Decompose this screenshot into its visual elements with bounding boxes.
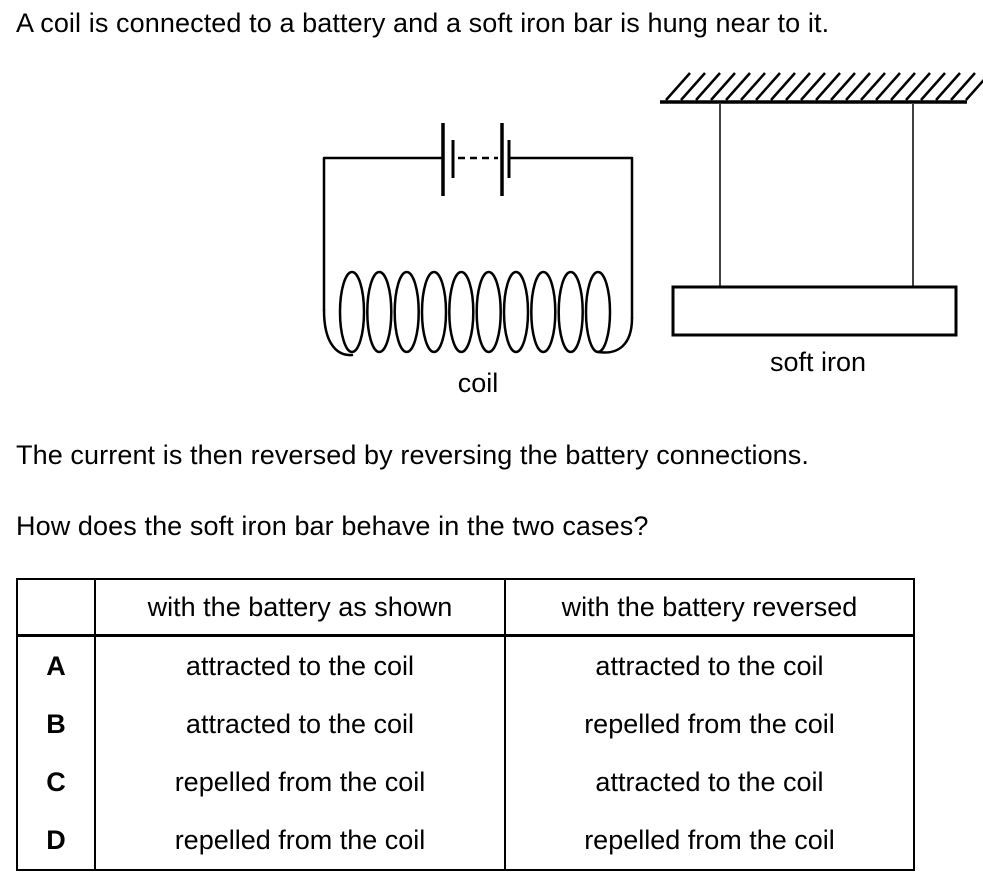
battery-shown-cell: attracted to the coil [94,635,506,695]
table-row: D repelled from the coil repelled from t… [16,811,915,871]
hatch-line [710,72,736,101]
coil-icon [338,270,612,354]
hatch-line [920,72,946,101]
hatch-line [890,72,916,101]
hatch-line [740,72,766,101]
coil-turn [557,270,584,354]
option-letter: D [16,811,96,871]
option-letter: A [16,635,96,695]
header-option [16,578,96,637]
hatch-line [680,72,706,101]
battery-reversed-cell: attracted to the coil [504,635,915,695]
hatch-line [695,72,721,101]
battery-shown-cell: repelled from the coil [94,753,506,811]
hatch-line [875,72,901,101]
header-battery-reversed: with the battery reversed [504,578,915,637]
hatch-line [800,72,826,101]
battery-icon [441,123,511,196]
hatch-line [665,72,691,101]
coil-label: coil [458,368,499,398]
ceiling-support [660,72,983,104]
option-letter: B [16,695,96,753]
question-prompt: How does the soft iron bar behave in the… [16,511,649,541]
coil-turn [502,270,530,354]
hatch-line [785,72,811,101]
soft-iron-bar [671,285,958,337]
hatch-line [755,72,781,101]
option-letter: C [16,753,96,811]
coil-turn [584,270,612,354]
hatch-line [770,72,796,101]
coil-turn [448,270,475,354]
coil-turn [530,270,557,354]
coil-turn [366,270,393,354]
battery-reversed-cell: attracted to the coil [504,753,915,811]
hatch-line [725,72,751,101]
battery-shown-cell: attracted to the coil [94,695,506,753]
hatch-line [965,78,983,101]
coil-turn [475,270,502,354]
table-row: B attracted to the coil repelled from th… [16,695,915,753]
coil-turn [338,270,366,354]
intro-text: A coil is connected to a battery and a s… [16,8,830,38]
table-header-row: with the battery as shown with the batte… [16,578,915,637]
table-row: C repelled from the coil attracted to th… [16,753,915,811]
hatch-line [860,72,886,101]
reversal-text: The current is then reversed by reversin… [16,440,810,470]
hatch-line [935,72,961,101]
coil-turn [420,270,448,354]
circuit-wires [322,156,634,357]
battery-reversed-cell: repelled from the coil [504,811,915,871]
hatch-line [905,72,931,101]
table-row: A attracted to the coil attracted to the… [16,635,915,695]
hatch-line [845,72,871,101]
soft-iron-label: soft iron [770,347,866,377]
hanging-strings [719,104,914,287]
hatch-line [830,72,856,101]
coil-turn [393,270,420,354]
battery-shown-cell: repelled from the coil [94,811,506,871]
answer-options-table: with the battery as shown with the batte… [16,578,915,871]
battery-reversed-cell: repelled from the coil [504,695,915,753]
hatch-line [815,72,841,101]
circuit-diagram: coil soft iron [322,72,983,398]
header-battery-shown: with the battery as shown [94,578,506,637]
hatch-line [950,72,976,101]
